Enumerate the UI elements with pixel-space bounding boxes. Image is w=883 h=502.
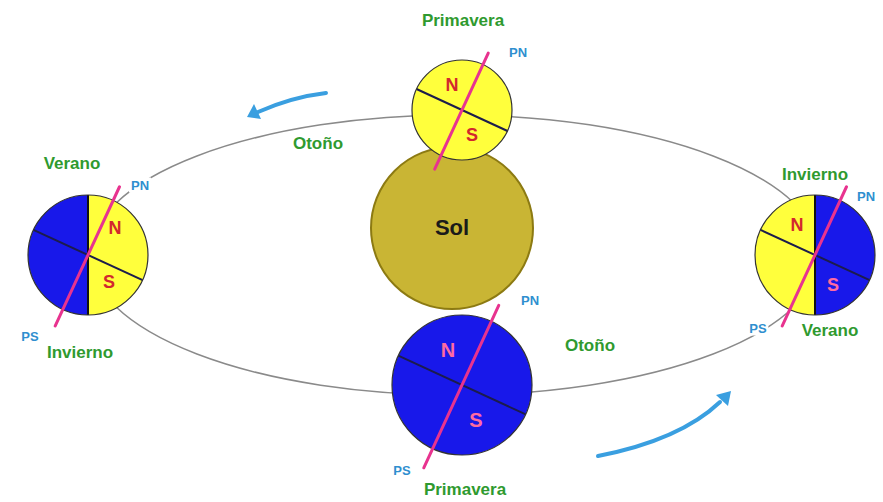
earth-globe: NS — [28, 195, 148, 315]
motion-arrowhead — [247, 104, 261, 119]
earth-globe: NS — [412, 60, 512, 160]
season-label: Otoño — [291, 134, 345, 153]
earth-globe: NS — [755, 195, 875, 315]
night-half — [28, 195, 88, 315]
season-label: Invierno — [45, 343, 115, 362]
pole-label: PS — [19, 329, 40, 344]
hemisphere-letter: S — [103, 273, 115, 291]
pole-label: PS — [391, 463, 412, 478]
motion-arrow — [598, 402, 720, 456]
season-label: Invierno — [780, 165, 850, 184]
season-label: Verano — [800, 321, 861, 340]
pole-label: PN — [507, 45, 529, 60]
hemisphere-letter: S — [466, 126, 478, 144]
hemisphere-letter: S — [827, 276, 839, 294]
earth-axis — [435, 53, 489, 169]
season-label: Verano — [42, 154, 103, 173]
season-label: Otoño — [563, 336, 617, 355]
hemisphere-letter: S — [469, 410, 482, 430]
season-label: Primavera — [420, 11, 506, 30]
motion-arrowhead — [716, 391, 731, 406]
sun-circle: Sol — [370, 146, 534, 310]
hemisphere-letter: N — [446, 76, 459, 94]
night-half — [815, 195, 875, 315]
motion-arrow — [258, 93, 326, 112]
pole-label: PS — [747, 321, 768, 336]
earth-axis — [782, 187, 846, 326]
earth-globe: NS — [392, 315, 532, 455]
earth-axis — [55, 187, 119, 326]
hemisphere-letter: N — [791, 216, 804, 234]
hemisphere-letter: N — [109, 219, 122, 237]
pole-label: PN — [855, 189, 877, 204]
node-shape — [392, 315, 532, 455]
hemisphere-letter: N — [441, 340, 455, 360]
pole-label: PN — [519, 293, 541, 308]
sun-disc — [371, 147, 533, 309]
earth-axis — [424, 305, 499, 467]
body-name: Sol — [435, 217, 469, 239]
pole-label: PN — [129, 178, 151, 193]
season-label: Primavera — [422, 480, 508, 499]
node-shape — [755, 195, 875, 315]
node-shape — [412, 60, 512, 160]
node-shape — [28, 195, 148, 315]
